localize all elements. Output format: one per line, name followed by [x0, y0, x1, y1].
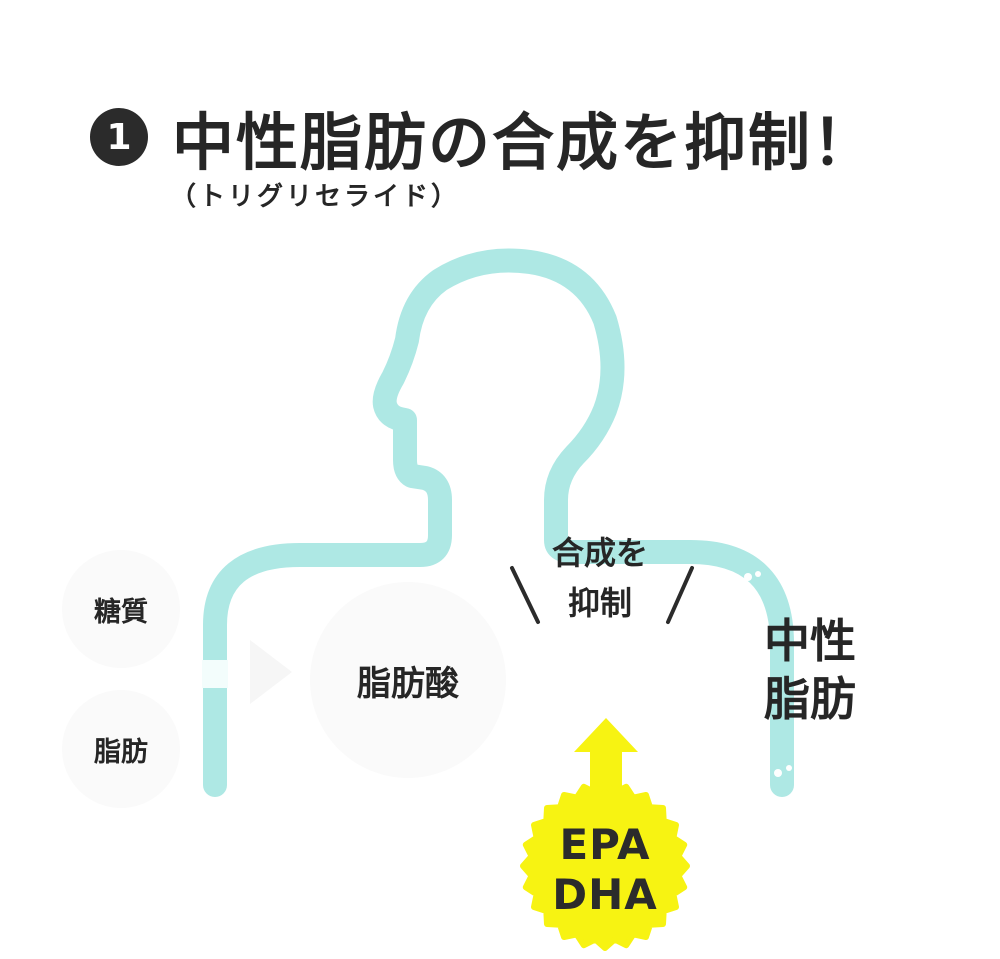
sparkle-dot [755, 571, 761, 577]
emphasis-line-left [510, 566, 540, 624]
sparkle-dot [744, 573, 752, 581]
page-subtitle: （トリグリセライド） [170, 182, 461, 212]
body-silhouette-outline [203, 248, 794, 797]
input-sugar-bubble: 糖質 [62, 550, 180, 668]
emphasis-line-right [666, 566, 694, 624]
result-line-2: 脂肪 [764, 672, 856, 726]
step-number-badge: 1 [90, 108, 148, 166]
supplement-badge [520, 781, 690, 951]
inhibition-label: 合成を 抑制 [520, 528, 680, 628]
sparkle-dot [774, 769, 782, 777]
input-fat-bubble: 脂肪 [62, 690, 180, 808]
sparkle-dot [786, 765, 792, 771]
result-label: 中性 脂肪 [740, 612, 880, 728]
page-title: 中性脂肪の合成を抑制！ [172, 106, 877, 179]
heading: 1 中性脂肪の合成を抑制！ [90, 92, 876, 182]
arm-highlight [202, 660, 228, 688]
result-line-1: 中性 [764, 614, 856, 668]
supplement-line-1: EPA [559, 820, 651, 869]
supplement-line-2: DHA [552, 870, 658, 919]
inhibition-line-2: 抑制 [567, 584, 632, 622]
fatty-acid-bubble: 脂肪酸 [310, 582, 506, 778]
faint-arrow-icon [250, 640, 292, 704]
supplement-label: EPA DHA [515, 820, 695, 920]
inhibition-line-1: 合成を [551, 534, 648, 572]
